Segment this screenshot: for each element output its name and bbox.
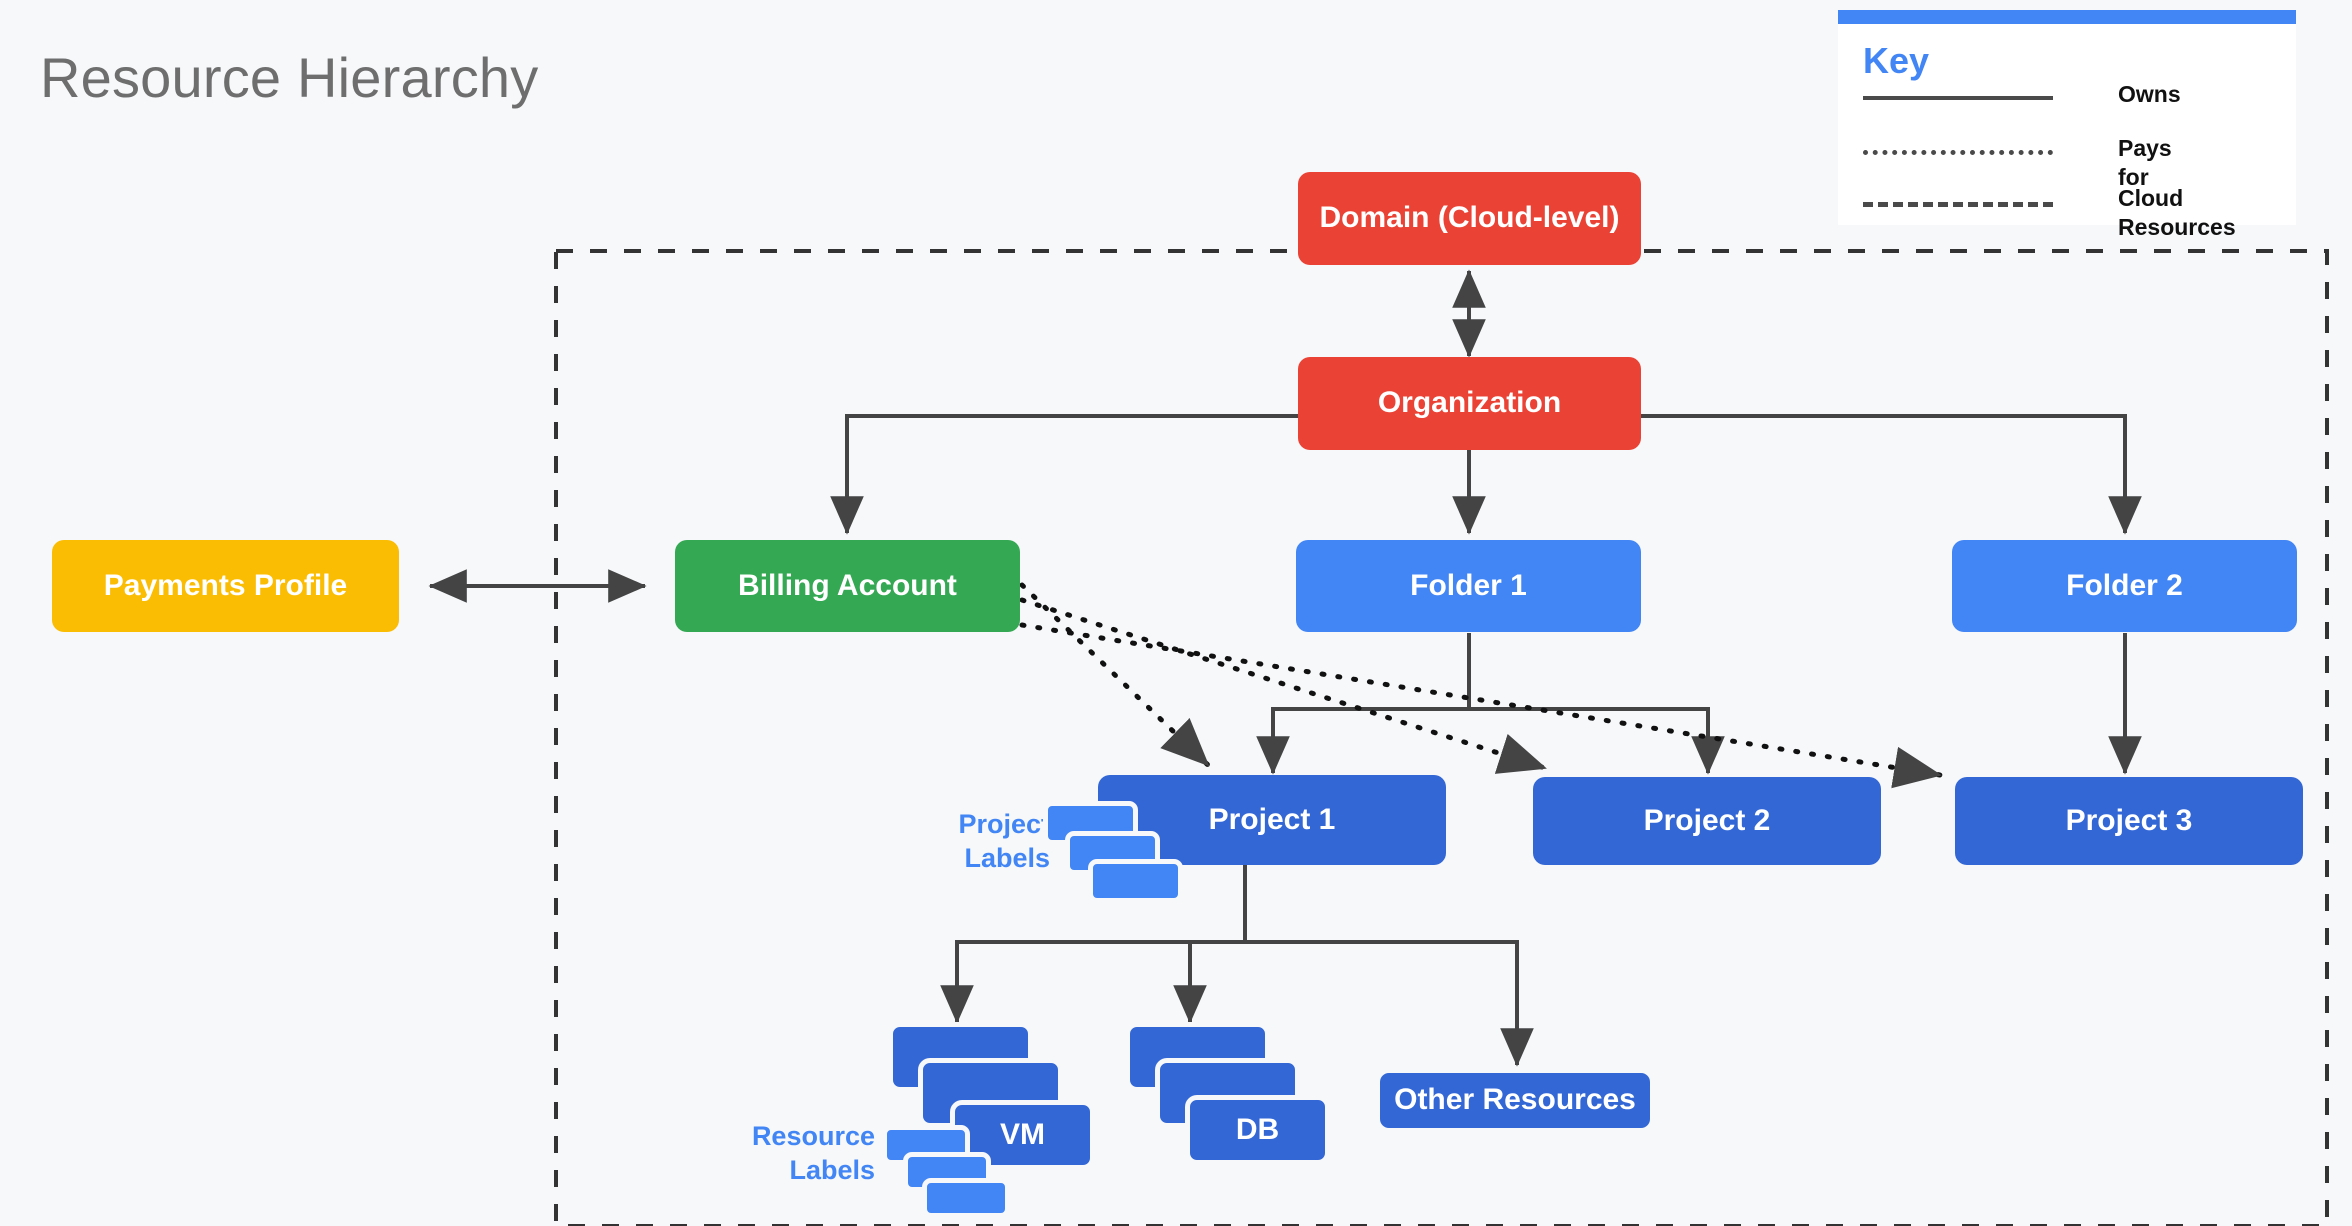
page-title: Resource Hierarchy — [40, 46, 539, 109]
node-project-3[interactable]: Project 3 — [1955, 777, 2303, 865]
edge-organization-billing-path — [830, 414, 1469, 535]
annotation-resource-labels: Resource Labels — [700, 1120, 875, 1188]
node-db-label: DB — [1235, 1113, 1280, 1146]
legend-sample-solid — [1863, 96, 2053, 100]
annotation-project-labels-line1: Project — [958, 809, 1050, 839]
node-folder-1[interactable]: Folder 1 — [1296, 540, 1641, 632]
legend-label-pays-for: Pays for — [2118, 135, 2172, 190]
node-payments-profile[interactable]: Payments Profile — [52, 540, 399, 632]
node-other-resources-label: Other Resources — [1394, 1083, 1636, 1117]
legend-title: Key — [1863, 40, 1930, 81]
node-billing-account-label: Billing Account — [738, 568, 957, 602]
edge-project1-db — [1173, 940, 1245, 1024]
node-other-resources[interactable]: Other Resources — [1375, 1068, 1655, 1133]
node-domain-label: Domain (Cloud-level) — [1319, 201, 1620, 235]
annotation-resource-labels-line1: Resource — [751, 1121, 875, 1151]
annotation-project-labels-line2: Labels — [964, 842, 1050, 873]
legend-label-owns: Owns — [2118, 81, 2181, 107]
annotation-resource-labels-line2: Labels — [789, 1154, 875, 1185]
edge-folder1-project2 — [1469, 707, 1725, 775]
node-project-1-label: Project 1 — [1208, 802, 1336, 836]
legend-sample-dotted — [1863, 150, 2053, 155]
edge-folder1-project1 — [1256, 633, 1471, 775]
node-organization-label: Organization — [1377, 386, 1562, 420]
legend-label-cloud-resources: Cloud Resources — [2118, 185, 2236, 240]
node-project-2[interactable]: Project 2 — [1533, 777, 1881, 865]
node-folder-2[interactable]: Folder 2 — [1952, 540, 2297, 632]
edge-organization-folder2 — [1469, 414, 2142, 535]
node-project-2-label: Project 2 — [1643, 803, 1771, 837]
edge-billing-project1 — [1019, 582, 1211, 768]
node-vm-label: VM — [1000, 1118, 1045, 1151]
legend-accent-bar — [1838, 10, 2296, 24]
edge-billing-project3 — [1019, 622, 1943, 789]
legend-sample-dashed — [1863, 202, 2053, 207]
edge-billing-project2 — [1019, 597, 1548, 774]
node-domain[interactable]: Domain (Cloud-level) — [1298, 172, 1641, 265]
annotation-project-labels: Project Labels — [880, 808, 1050, 876]
node-folder-2-label: Folder 2 — [2066, 568, 2183, 602]
node-billing-account[interactable]: Billing Account — [675, 540, 1020, 632]
node-payments-profile-label: Payments Profile — [103, 568, 348, 602]
node-project-3-label: Project 3 — [2065, 803, 2193, 837]
edge-project1-vm — [940, 865, 1247, 1024]
edge-project1-other — [1245, 940, 1534, 1067]
node-folder-1-label: Folder 1 — [1410, 568, 1527, 602]
project-label-chip-3 — [1088, 859, 1183, 903]
node-organization[interactable]: Organization — [1298, 357, 1641, 450]
vm-label-chip-3 — [922, 1178, 1010, 1218]
node-db[interactable]: DB — [1185, 1095, 1330, 1165]
legend-panel: Key Owns Pays for Cloud Resources — [1838, 10, 2296, 240]
